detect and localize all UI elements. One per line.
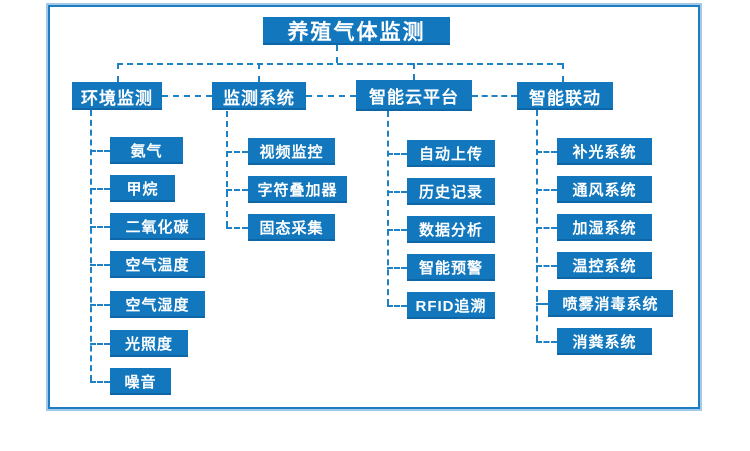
branch-environment-monitoring: 环境监测 [72, 82, 162, 110]
connector-col4-stub [536, 151, 557, 153]
node-history-records: 历史记录 [407, 178, 495, 205]
connector-col3-stub [387, 305, 407, 307]
node-air-temperature: 空气温度 [110, 251, 205, 278]
connector-root-drop [336, 45, 338, 63]
connector-col4-stub [536, 341, 557, 343]
node-manure-cleaning-system: 消粪系统 [557, 328, 652, 355]
connector-col2-stub [226, 189, 248, 191]
connector-col1-stub [90, 264, 110, 266]
connector-col3-stub [387, 229, 407, 231]
connector-col3-stub [387, 267, 407, 269]
node-humidification-system: 加湿系统 [557, 214, 652, 241]
connector-branch3-branch4 [472, 95, 517, 97]
connector-col1-stub [90, 150, 110, 152]
node-solid-state-collection: 固态采集 [248, 214, 335, 241]
connector-branch1-branch2 [162, 95, 212, 97]
connector-col4-stub [536, 303, 548, 305]
node-data-analysis: 数据分析 [407, 216, 495, 243]
connector-branch1-stub [117, 63, 119, 82]
node-spray-disinfection-system: 喷雾消毒系统 [548, 290, 673, 317]
connector-col4-stub [536, 227, 557, 229]
connector-col1-drop [90, 110, 92, 381]
node-light-supplement-system: 补光系统 [557, 138, 652, 165]
node-temperature-control-system: 温控系统 [557, 252, 652, 279]
diagram-border-frame [46, 3, 702, 411]
branch-monitoring-system: 监测系统 [212, 82, 306, 110]
node-auto-upload: 自动上传 [407, 140, 495, 167]
node-ammonia: 氨气 [110, 137, 183, 164]
connector-col3-stub [387, 191, 407, 193]
branch-smart-cloud-platform: 智能云平台 [356, 80, 472, 111]
node-air-humidity: 空气湿度 [110, 291, 205, 318]
connector-col4-stub [536, 265, 557, 267]
connector-branch2-stub [258, 63, 260, 82]
node-noise: 噪音 [110, 368, 171, 395]
node-carbon-dioxide: 二氧化碳 [110, 213, 205, 240]
node-smart-alert: 智能预警 [407, 254, 495, 281]
node-ventilation-system: 通风系统 [557, 176, 652, 203]
connector-branch3-stub [413, 63, 415, 80]
node-illuminance: 光照度 [110, 330, 188, 357]
connector-col3-drop [387, 111, 389, 305]
connector-col1-stub [90, 226, 110, 228]
node-character-overlay: 字符叠加器 [248, 176, 347, 203]
connector-col4-stub [536, 189, 557, 191]
connector-col4-drop [536, 110, 538, 341]
node-video-surveillance: 视频监控 [248, 138, 335, 165]
connector-col1-stub [90, 381, 110, 383]
connector-branch-rail [117, 63, 563, 65]
connector-col2-stub [226, 227, 248, 229]
connector-col2-stub [226, 151, 248, 153]
connector-branch4-stub [562, 63, 564, 82]
connector-col1-stub [90, 188, 110, 190]
root-title: 养殖气体监测 [263, 17, 450, 45]
node-rfid-trace: RFID追溯 [407, 292, 495, 319]
connector-col1-stub [90, 304, 110, 306]
connector-col2-drop [226, 111, 228, 227]
node-methane: 甲烷 [110, 175, 175, 202]
connector-branch2-branch3 [306, 95, 356, 97]
connector-col3-stub [387, 153, 407, 155]
connector-col1-stub [90, 343, 110, 345]
branch-smart-linkage: 智能联动 [517, 82, 613, 110]
